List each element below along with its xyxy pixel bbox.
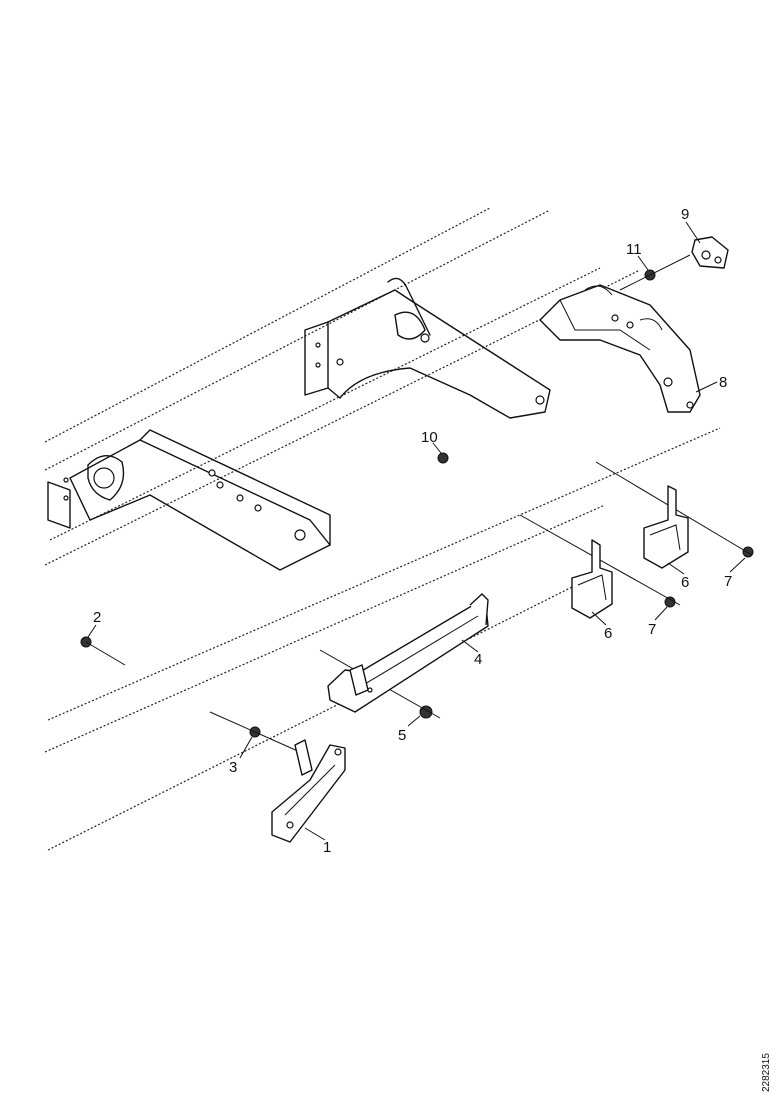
part-1-bracket — [271, 739, 346, 843]
callout-leaders — [87, 221, 746, 841]
callout-1: 1 — [323, 839, 331, 856]
nut-10 — [437, 452, 449, 464]
callout-6b: 6 — [681, 574, 689, 591]
part-6-bracket-b — [643, 485, 689, 569]
nut-7a — [664, 596, 676, 608]
callout-3: 3 — [229, 759, 237, 776]
part-8-wheel-arch-bracket — [539, 284, 701, 413]
callout-9: 9 — [681, 206, 689, 223]
callout-4: 4 — [474, 651, 482, 668]
callout-2: 2 — [93, 609, 101, 626]
reference-code: 2282315 — [761, 1053, 772, 1092]
callouts: 9 11 8 10 2 3 4 5 6 6 7 7 1 — [93, 206, 732, 856]
callout-5: 5 — [398, 727, 406, 744]
callout-11: 11 — [626, 241, 642, 258]
callout-8: 8 — [719, 374, 727, 391]
nut-7b — [742, 546, 754, 558]
callout-10: 10 — [421, 429, 438, 446]
rear-crossmember — [47, 429, 331, 571]
callout-6a: 6 — [604, 625, 612, 642]
callout-7a: 7 — [648, 621, 656, 638]
part-9-clip — [691, 236, 729, 269]
nut-5 — [419, 705, 433, 719]
middle-crossmember — [304, 277, 551, 419]
part-6-bracket-a — [571, 539, 613, 619]
part-4-rail-bracket — [327, 593, 489, 713]
callout-7b: 7 — [724, 573, 732, 590]
